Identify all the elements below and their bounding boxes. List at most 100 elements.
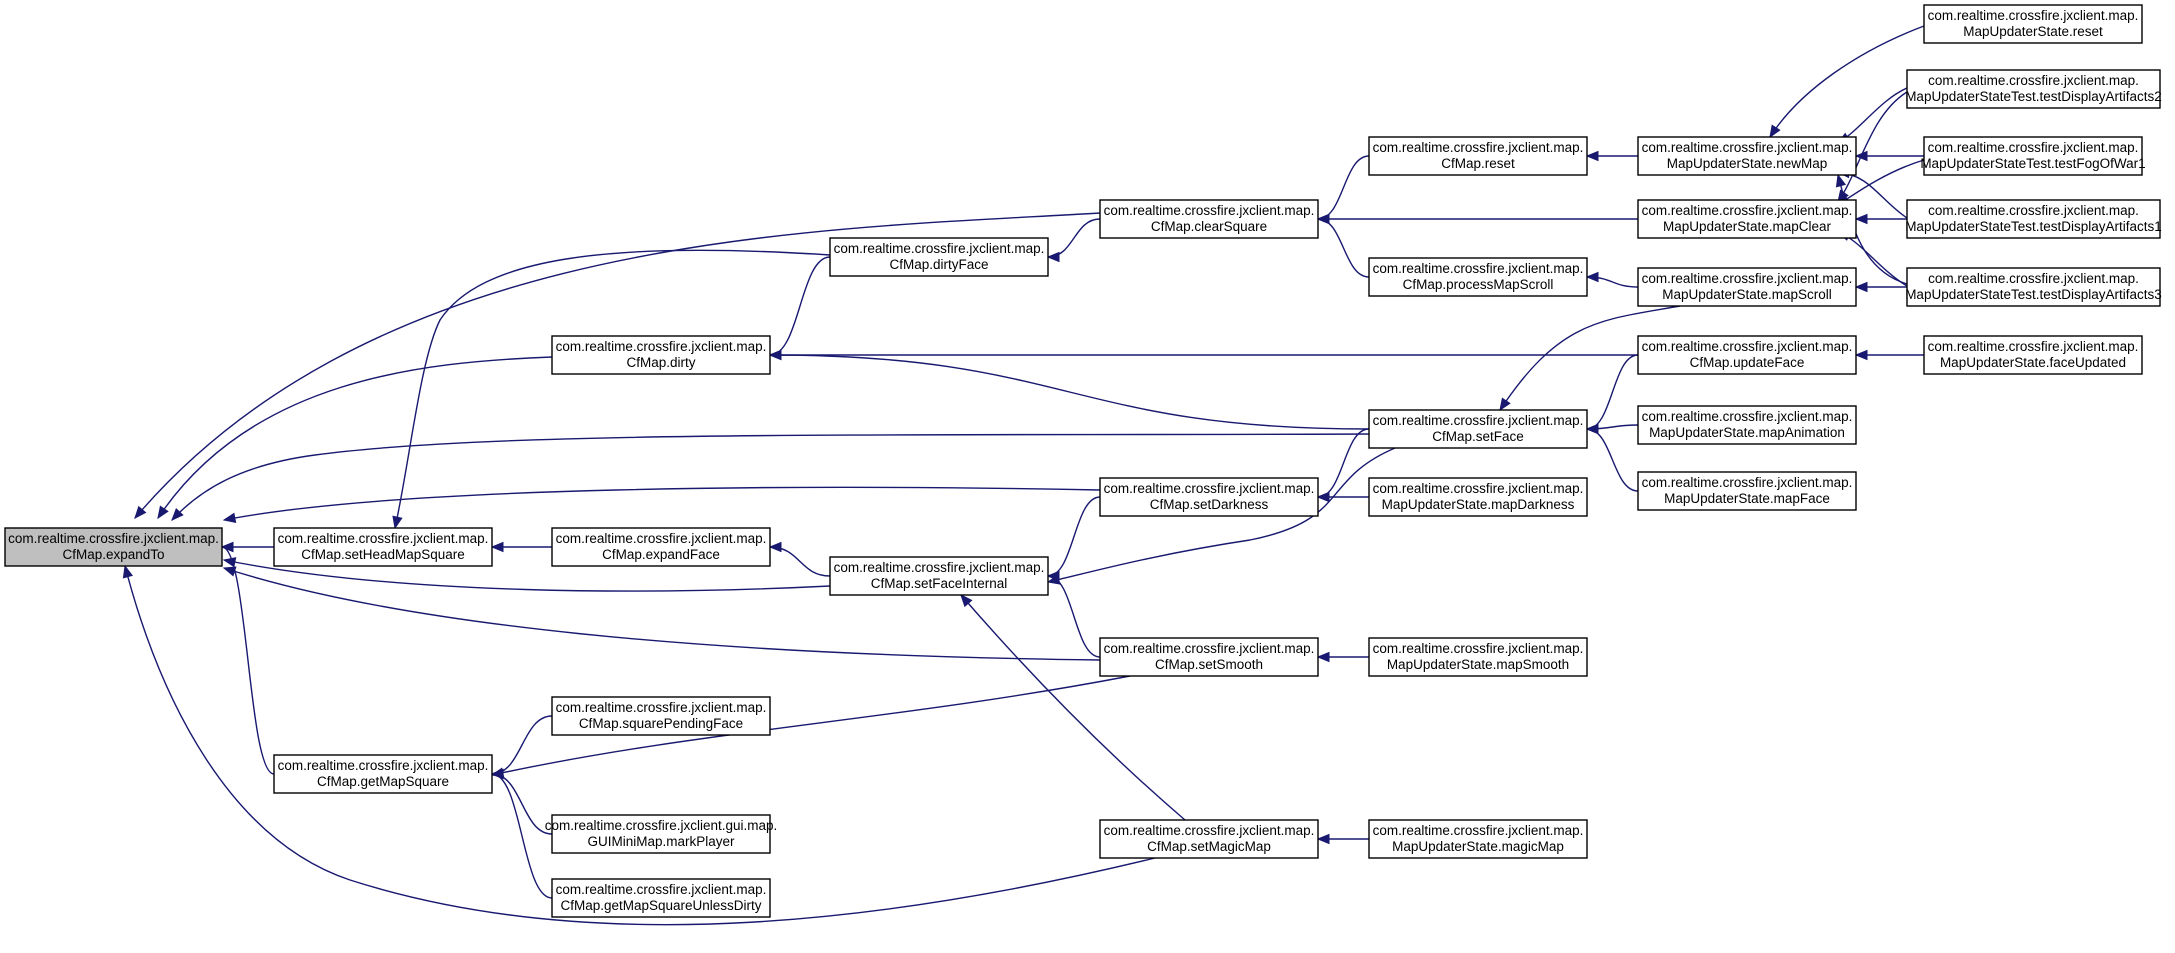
edge-setMagicMap-to-expandTo [122, 564, 1156, 926]
node-magicMap[interactable]: com.realtime.crossfire.jxclient.map.MapU… [1368, 819, 1588, 859]
arrowhead [490, 541, 504, 553]
edge-setSmooth-to-setFaceInternal [1046, 570, 1101, 658]
edge-testDA3-to-newMap [1835, 173, 1908, 285]
node-box [1906, 69, 2161, 109]
node-label-package: com.realtime.crossfire.jxclient.map. [834, 560, 1045, 575]
arrowhead [1585, 423, 1599, 435]
edge-setFace-to-dirty [768, 349, 1370, 430]
node-setHeadMapSquare[interactable]: com.realtime.crossfire.jxclient.map.CfMa… [273, 527, 493, 567]
node-newMap[interactable]: com.realtime.crossfire.jxclient.map.MapU… [1637, 136, 1857, 176]
edge-mapClear-to-clearSquare [1316, 213, 1638, 225]
edge-magicMap-to-setMagicMap [1316, 833, 1369, 845]
arrowhead [122, 564, 133, 579]
node-setSmooth[interactable]: com.realtime.crossfire.jxclient.map.CfMa… [1099, 637, 1319, 677]
arrowhead [1585, 150, 1599, 162]
arrowhead [1046, 251, 1060, 263]
node-mapDarkness[interactable]: com.realtime.crossfire.jxclient.map.MapU… [1368, 477, 1588, 517]
node-label-method: GUIMiniMap.markPlayer [587, 834, 735, 849]
node-box [551, 335, 771, 375]
node-stateReset[interactable]: com.realtime.crossfire.jxclient.map.MapU… [1923, 4, 2143, 44]
node-label-package: com.realtime.crossfire.jxclient.map. [1373, 823, 1584, 838]
edge-setDarkness-to-expandTo [222, 486, 1101, 523]
edge-getMapSquare-to-expandTo [220, 541, 275, 775]
node-testFog[interactable]: com.realtime.crossfire.jxclient.map.MapU… [1920, 136, 2146, 176]
node-box [273, 527, 493, 567]
node-updateFace[interactable]: com.realtime.crossfire.jxclient.map.CfMa… [1637, 335, 1857, 375]
node-box [1923, 136, 2143, 176]
node-label-method: MapUpdaterState.mapFace [1664, 491, 1830, 506]
arrowhead [960, 594, 973, 608]
node-mapSmooth[interactable]: com.realtime.crossfire.jxclient.map.MapU… [1368, 637, 1588, 677]
node-box [1637, 136, 1857, 176]
edge-setFace-to-expandTo [171, 433, 1370, 521]
node-dirty[interactable]: com.realtime.crossfire.jxclient.map.CfMa… [551, 335, 771, 375]
node-faceUpdated[interactable]: com.realtime.crossfire.jxclient.map.MapU… [1923, 335, 2143, 375]
node-expandFace[interactable]: com.realtime.crossfire.jxclient.map.CfMa… [551, 527, 771, 567]
edge-faceUpdated-to-updateFace [1854, 349, 1924, 361]
node-label-package: com.realtime.crossfire.jxclient.map. [1642, 203, 1853, 218]
node-box [1637, 335, 1857, 375]
node-setFaceInternal[interactable]: com.realtime.crossfire.jxclient.map.CfMa… [829, 556, 1049, 596]
arrowhead [134, 505, 147, 520]
arrowhead [1499, 397, 1511, 412]
node-label-method: MapUpdaterState.reset [1963, 24, 2103, 39]
node-markPlayer[interactable]: com.realtime.crossfire.jxclient.gui.map.… [545, 814, 778, 854]
arrowhead [1854, 349, 1868, 361]
node-label-package: com.realtime.crossfire.jxclient.map. [1642, 475, 1853, 490]
node-label-method: CfMap.getMapSquareUnlessDirty [560, 898, 761, 913]
node-box [1368, 477, 1588, 517]
node-label-package: com.realtime.crossfire.jxclient.map. [834, 241, 1045, 256]
node-label-package: com.realtime.crossfire.jxclient.map. [1104, 823, 1315, 838]
edge-mapFace-to-setFace [1585, 423, 1639, 492]
arrowhead [220, 541, 234, 553]
node-label-package: com.realtime.crossfire.jxclient.map. [1642, 140, 1853, 155]
node-box [1099, 477, 1319, 517]
node-processMapScroll[interactable]: com.realtime.crossfire.jxclient.map.CfMa… [1368, 257, 1588, 297]
node-clearSquare[interactable]: com.realtime.crossfire.jxclient.map.CfMa… [1099, 199, 1319, 239]
edge-testDA2-to-newMap [1836, 87, 1908, 144]
node-label-method: CfMap.setHeadMapSquare [301, 547, 465, 562]
node-label-method: MapUpdaterState.mapScroll [1662, 287, 1832, 302]
node-label-package: com.realtime.crossfire.jxclient.map. [278, 531, 489, 546]
node-testDA2[interactable]: com.realtime.crossfire.jxclient.map.MapU… [1905, 69, 2162, 109]
node-box [1923, 335, 2143, 375]
edge-updateFace-to-setFace [1585, 354, 1639, 435]
edge-dirtyFace-to-setHeadMapSquare [392, 249, 831, 530]
node-box [551, 527, 771, 567]
node-mapClear[interactable]: com.realtime.crossfire.jxclient.map.MapU… [1637, 199, 1857, 239]
node-squarePendingFace[interactable]: com.realtime.crossfire.jxclient.map.CfMa… [551, 696, 771, 736]
arrowhead [392, 515, 403, 530]
node-setDarkness[interactable]: com.realtime.crossfire.jxclient.map.CfMa… [1099, 477, 1319, 517]
node-label-method: MapUpdaterStateTest.testDisplayArtifacts… [1905, 219, 2162, 234]
node-label-package: com.realtime.crossfire.jxclient.map. [1373, 413, 1584, 428]
edge-setFace-to-setDarkness [1316, 428, 1370, 503]
node-label-package: com.realtime.crossfire.jxclient.map. [1928, 203, 2139, 218]
node-label-method: CfMap.updateFace [1690, 355, 1805, 370]
edge-dirtyFace-to-dirty [768, 256, 831, 361]
node-mapFace[interactable]: com.realtime.crossfire.jxclient.map.MapU… [1637, 471, 1857, 511]
node-label-method: MapUpdaterState.mapAnimation [1649, 425, 1845, 440]
node-testDA3[interactable]: com.realtime.crossfire.jxclient.map.MapU… [1905, 267, 2162, 307]
node-reset[interactable]: com.realtime.crossfire.jxclient.map.CfMa… [1368, 136, 1588, 176]
node-label-method: CfMap.expandFace [602, 547, 720, 562]
arrowhead [222, 512, 237, 523]
node-getMapSquareUnlessDirty[interactable]: com.realtime.crossfire.jxclient.map.CfMa… [551, 878, 771, 918]
node-label-package: com.realtime.crossfire.jxclient.map. [1928, 140, 2139, 155]
node-label-package: com.realtime.crossfire.jxclient.map. [8, 531, 219, 546]
node-expandTo[interactable]: com.realtime.crossfire.jxclient.map.CfMa… [4, 527, 223, 567]
node-label-method: CfMap.setSmooth [1155, 657, 1263, 672]
node-setFace[interactable]: com.realtime.crossfire.jxclient.map.CfMa… [1368, 409, 1588, 449]
node-mapAnimation[interactable]: com.realtime.crossfire.jxclient.map.MapU… [1637, 405, 1857, 445]
node-getMapSquare[interactable]: com.realtime.crossfire.jxclient.map.CfMa… [273, 754, 493, 794]
arrowhead [1316, 833, 1330, 845]
node-label-method: MapUpdaterState.newMap [1667, 156, 1828, 171]
node-label-package: com.realtime.crossfire.jxclient.map. [1104, 203, 1315, 218]
node-mapScroll[interactable]: com.realtime.crossfire.jxclient.map.MapU… [1637, 267, 1857, 307]
node-testDA1[interactable]: com.realtime.crossfire.jxclient.map.MapU… [1905, 199, 2162, 239]
edge-setDarkness-to-setFaceInternal [1046, 496, 1101, 582]
edge-clearSquare-to-dirtyFace [1046, 218, 1101, 263]
node-box [1923, 4, 2143, 44]
node-setMagicMap[interactable]: com.realtime.crossfire.jxclient.map.CfMa… [1099, 819, 1319, 859]
node-label-package: com.realtime.crossfire.jxclient.map. [1642, 409, 1853, 424]
node-dirtyFace[interactable]: com.realtime.crossfire.jxclient.map.CfMa… [829, 237, 1049, 277]
